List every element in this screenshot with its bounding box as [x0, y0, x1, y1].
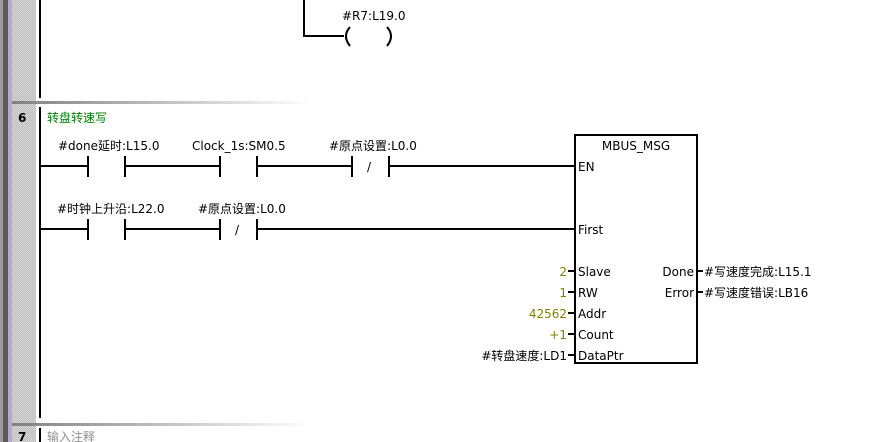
pin-first: First [578, 223, 604, 237]
network-separator [12, 423, 312, 426]
contact-clock-1s[interactable]: Clock_1s:SM0.5 [192, 139, 286, 177]
count-value[interactable]: +1 [549, 328, 567, 342]
block-title: MBUS_MSG [602, 139, 670, 153]
slave-value[interactable]: 2 [559, 265, 567, 279]
pin-done: Done [662, 265, 694, 279]
contact-label: #时钟上升沿:L22.0 [57, 201, 165, 216]
network-separator [12, 101, 312, 104]
mbus-msg-block[interactable]: MBUS_MSG EN First Slave RW Addr Count Da… [574, 134, 698, 364]
editor-left-border [0, 0, 12, 442]
pin-stubs [568, 270, 703, 356]
pin-count: Count [578, 328, 614, 342]
contact-label: #done延时:L15.0 [58, 139, 159, 153]
nc-symbol: / [235, 223, 240, 237]
done-value[interactable]: #写速度完成:L15.1 [704, 264, 812, 279]
pin-addr: Addr [578, 307, 606, 321]
rw-value[interactable]: 1 [559, 286, 567, 300]
contact-label: #原点设置:L0.0 [198, 202, 286, 216]
error-value[interactable]: #写速度错误:LB16 [704, 285, 808, 300]
contact-label: Clock_1s:SM0.5 [192, 139, 286, 153]
network-gutter [12, 0, 36, 442]
network-comment-placeholder[interactable]: 输入注释 [47, 429, 95, 442]
pin-dataptr: DataPtr [578, 349, 624, 363]
nc-contact-origin-set[interactable]: / #原点设置:L0.0 [329, 139, 417, 177]
contact-clock-rising-edge[interactable]: #时钟上升沿:L22.0 [57, 201, 165, 240]
network-number: 7 [18, 430, 26, 442]
addr-value[interactable]: 42562 [529, 307, 567, 321]
nc-contact-origin-set-2[interactable]: / #原点设置:L0.0 [198, 202, 286, 240]
pin-error: Error [665, 286, 694, 300]
coil-r7[interactable]: #R7:L19.0 [303, 0, 405, 47]
nc-symbol: / [367, 160, 372, 174]
pin-rw: RW [578, 286, 598, 300]
contact-label: #原点设置:L0.0 [329, 139, 417, 153]
dataptr-value[interactable]: #转盘速度:LD1 [481, 348, 567, 363]
network-comment[interactable]: 转盘转速写 [47, 110, 107, 125]
coil-label: #R7:L19.0 [342, 9, 405, 23]
network-number: 6 [18, 111, 26, 125]
pin-slave: Slave [578, 265, 611, 279]
contact-done-delay[interactable]: #done延时:L15.0 [58, 139, 159, 177]
pin-en: EN [578, 160, 595, 174]
